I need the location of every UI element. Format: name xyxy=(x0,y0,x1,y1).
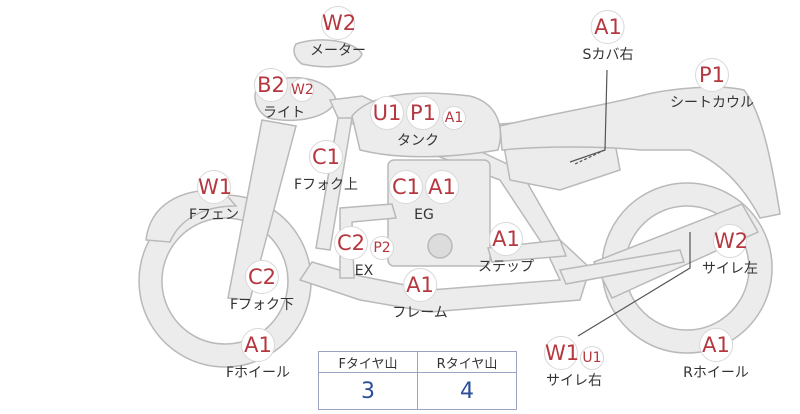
part-tank: U1 P1 A1 タンク xyxy=(370,96,466,148)
part-side-cover-right: A1 Sカバ右 xyxy=(582,10,634,63)
step-shape xyxy=(487,239,568,263)
code-badge: A1 xyxy=(698,328,733,362)
part-label: Rホイール xyxy=(683,365,749,381)
part-frame: A1 フレーム xyxy=(392,268,448,320)
code-badge: A1 xyxy=(403,268,437,302)
code-badge: A1 xyxy=(241,328,275,362)
code-badge-small: P2 xyxy=(370,236,394,260)
side-cover-leader-dash xyxy=(574,149,606,165)
code-badge: A1 xyxy=(489,222,523,256)
part-front-fork-upper: C1 Fフォク上 xyxy=(294,140,358,192)
code-badge: B2 xyxy=(254,68,288,102)
part-label: Sカバ右 xyxy=(582,47,634,63)
code-badge: U1 xyxy=(370,96,404,130)
part-label: ステップ xyxy=(478,259,534,275)
code-badge: A1 xyxy=(590,10,625,44)
engine-cover-shape xyxy=(427,233,453,259)
front-tire-value: 3 xyxy=(318,372,418,410)
part-label: フレーム xyxy=(392,305,448,321)
part-meter: W2 メーター xyxy=(310,6,366,58)
part-label: Fフォク下 xyxy=(229,297,295,313)
code-badge: W2 xyxy=(713,224,748,258)
code-badge: A1 xyxy=(425,170,459,204)
code-badge: P1 xyxy=(406,96,440,130)
part-label: サイレ左 xyxy=(702,261,758,277)
code-badge: P1 xyxy=(695,58,729,92)
part-label: ライト xyxy=(263,105,305,121)
code-badge: W1 xyxy=(544,336,579,370)
part-label: メーター xyxy=(310,43,366,59)
code-badge-small: A1 xyxy=(442,106,466,130)
part-muffler-left: W2 サイレ左 xyxy=(702,224,758,276)
rear-tire-value: 4 xyxy=(417,372,517,410)
code-badge: C2 xyxy=(245,260,279,294)
frame-downtube-shape xyxy=(315,117,353,251)
part-seat-cowl: P1 シートカウル xyxy=(670,58,754,110)
part-label: EG xyxy=(414,207,434,223)
seat-cowl-shape xyxy=(499,86,781,219)
tire-tread-table: Fタイヤ山 Rタイヤ山 3 4 xyxy=(318,351,517,410)
front-fork-shape xyxy=(227,119,297,301)
part-engine: C1 A1 EG xyxy=(389,170,459,222)
part-front-fender: W1 Fフェン xyxy=(189,170,239,222)
code-badge-small: U1 xyxy=(580,346,604,370)
part-label: Fフェン xyxy=(188,207,240,223)
part-label: Fホイール xyxy=(225,365,291,381)
part-label: Fフォク上 xyxy=(293,177,359,193)
part-step: A1 ステップ xyxy=(478,222,534,274)
code-badge: C2 xyxy=(334,226,368,260)
part-rear-wheel: A1 Rホイール xyxy=(683,328,749,380)
swingarm-shape xyxy=(558,249,685,285)
part-exhaust: C2 P2 EX xyxy=(334,226,394,278)
muffler-right-leader xyxy=(577,232,691,337)
part-label: EX xyxy=(354,263,374,279)
part-label: シートカウル xyxy=(670,95,754,111)
code-badge: W1 xyxy=(197,170,232,204)
code-badge: C1 xyxy=(389,170,423,204)
part-front-fork-lower: C2 Fフォク下 xyxy=(230,260,294,312)
part-label: タンク xyxy=(397,133,439,149)
code-badge: W2 xyxy=(321,6,356,40)
part-label: サイレ右 xyxy=(546,373,602,389)
rear-tire-header: Rタイヤ山 xyxy=(417,351,517,373)
part-muffler-right: W1 U1 サイレ右 xyxy=(544,336,604,388)
part-light: B2 W2 ライト xyxy=(254,68,314,120)
meter-shape xyxy=(293,39,363,68)
front-tire-header: Fタイヤ山 xyxy=(318,351,418,373)
code-badge: C1 xyxy=(309,140,343,174)
part-front-wheel: A1 Fホイール xyxy=(226,328,290,380)
code-badge-small: W2 xyxy=(290,78,314,102)
